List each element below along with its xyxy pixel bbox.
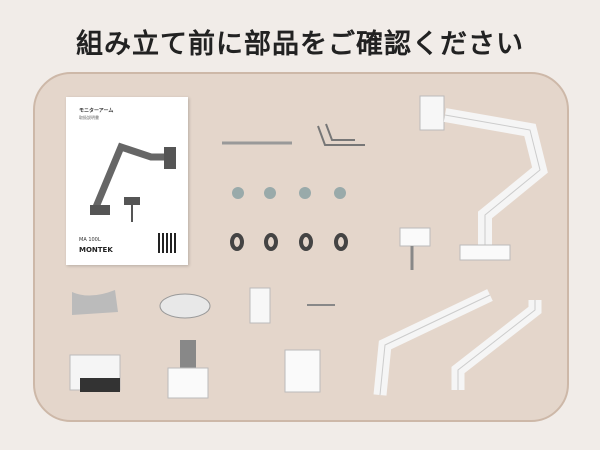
lower-arm (373, 289, 493, 396)
manual-subtitle: 取扱説明書 (79, 115, 99, 120)
desk-base-with-pole (167, 340, 209, 399)
grommet-plate (159, 293, 211, 319)
screws (232, 187, 346, 199)
allen-keys (317, 123, 365, 146)
desk-clamp (399, 227, 431, 270)
cable-clip (72, 290, 118, 315)
instruction-manual: モニターアーム 取扱説明書 MA 100L MONTEK (66, 97, 188, 265)
monitor-arm-assembled (419, 95, 548, 261)
arm-illustration (90, 142, 176, 222)
extension-arm (451, 300, 542, 390)
manual-title: モニターアーム (79, 108, 114, 114)
grommet-base (69, 354, 121, 392)
page-title: 組み立て前に部品をご確認ください (76, 29, 524, 60)
manual-brand: MONTEK (79, 246, 113, 254)
pole-adapter (249, 287, 271, 324)
qr-code (158, 233, 178, 253)
manual-model: MA 100L (79, 237, 101, 243)
washers (230, 233, 348, 251)
vesa-plate (284, 349, 321, 393)
